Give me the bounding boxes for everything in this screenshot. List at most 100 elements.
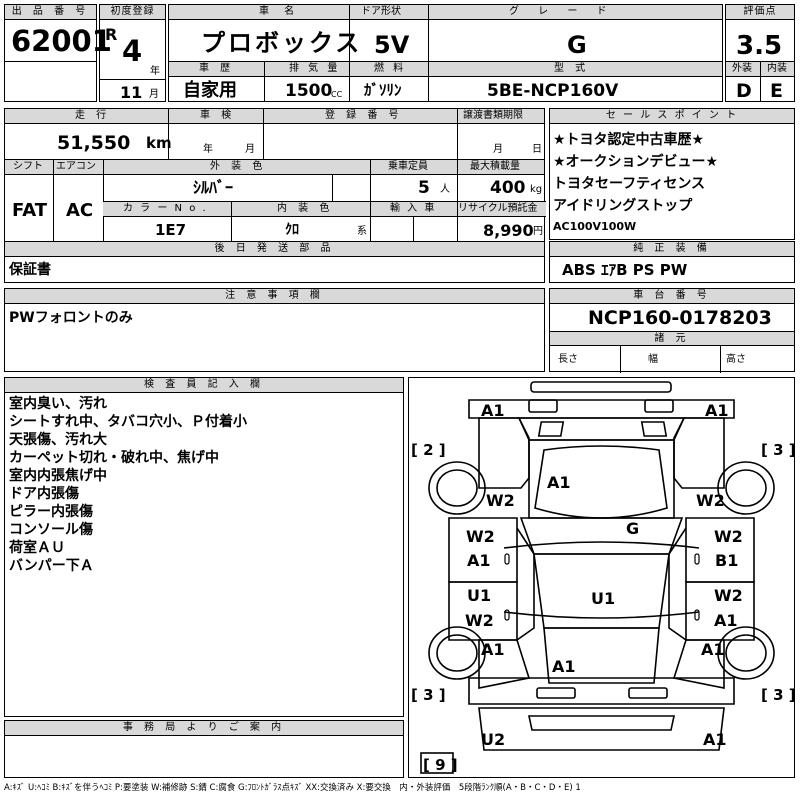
first-registration-cell: 初度登録 R 4 年 11 月 (99, 4, 166, 102)
sales-points-box: セ ー ル ス ポ イ ン ト ★トヨタ認定中古車歴★ ★オークションデビュー★… (549, 108, 795, 240)
sales-point-item: ★オークションデビュー★ (553, 154, 719, 170)
genuine-equipment-box: 純 正 装 備 ABS ｴｱB PS PW (549, 241, 795, 283)
damage-diagram-box: [ 2 ] [ 3 ] [ 3 ] [ 3 ] [ 9 ] A1 A1 A1 G… (408, 377, 795, 778)
interior-label: 内装 (767, 63, 787, 74)
ext-int-score-cell: 外装 内装 D E (725, 61, 795, 102)
later-parts-box: 後 日 発 送 部 品 保証書 (4, 241, 545, 283)
genuine-label: 純 正 装 備 (550, 242, 794, 257)
chassis-box: 車 台 番 号 NCP160-0178203 諸 元 長さ 幅 高さ (549, 288, 795, 373)
chassis-label: 車 台 番 号 (550, 289, 794, 304)
mark-door-fr-lower: B1 (715, 551, 738, 570)
mark-quarter-rl: A1 (481, 640, 505, 659)
doc-day-unit: 日 (532, 144, 542, 155)
mileage: 51,550 (57, 132, 131, 154)
yen-unit: 円 (533, 226, 543, 237)
sales-point-item: ★トヨタ認定中古車歴★ (553, 132, 705, 148)
score: 3.5 (736, 31, 783, 61)
shift-label: シフト (13, 161, 43, 172)
aircon: AC (66, 200, 94, 221)
later-parts: 保証書 (9, 262, 51, 278)
recycle-label: リサイクル預託金 (458, 203, 538, 214)
office-box: 事 務 局 よ り ご 案 内 (4, 720, 404, 778)
height-label: 高さ (726, 354, 746, 365)
mark-windshield: G (626, 519, 639, 538)
lot-number-cell: 出 品 番 号 62001 (4, 4, 112, 62)
ext-color: ｼﾙﾊﾞｰ (193, 178, 234, 197)
car-name: プロボックス (201, 29, 363, 57)
mark-door-rl-upper: U1 (467, 586, 491, 605)
int-color: ｸﾛ (285, 222, 299, 238)
mark-rear-right: A1 (703, 730, 727, 749)
displacement-label: 排 気 量 (289, 63, 341, 74)
tire-mark-spare: [ 9 ] (423, 756, 458, 774)
first-registration-label: 初度登録 (100, 5, 165, 20)
model: 5BE-NCP160V (487, 81, 619, 101)
inspector-note: ピラー内張傷 (9, 504, 93, 520)
tire-mark-fl: [ 2 ] (411, 441, 446, 459)
grade-label: グ レ ー ド (509, 6, 615, 17)
insp-year-unit: 年 (203, 144, 213, 155)
mark-rear-glass: A1 (552, 657, 576, 676)
chassis-number: NCP160-0178203 (588, 307, 772, 329)
row2-main: 車 歴 排 気 量 燃 料 型 式 自家用 1500 CC ｶﾞｿﾘﾝ 5BE-… (168, 61, 723, 102)
office-label: 事 務 局 よ り ご 案 内 (5, 721, 403, 736)
inspector-note: シートすれ中、タバコ穴小、Ｐ付着小 (9, 414, 247, 430)
inspector-note: ドア内張傷 (9, 486, 79, 502)
model-label: 型 式 (554, 63, 590, 74)
mark-door-rr-lower: A1 (714, 611, 738, 630)
mileage-label: 走 行 (75, 110, 111, 121)
later-parts-label: 後 日 発 送 部 品 (5, 242, 544, 257)
mark-front-right: A1 (705, 401, 729, 420)
capacity-label: 乗車定員 (388, 161, 428, 172)
max-load-label: 最大積載量 (470, 161, 520, 172)
car-outline-diagram: [ 2 ] [ 3 ] [ 3 ] [ 3 ] [ 9 ] A1 A1 A1 G… (411, 381, 794, 774)
inspection-label: 車 検 (200, 110, 236, 121)
row1-main: 車 名 ドア形状 グ レ ー ド プロボックス 5V G (168, 4, 723, 62)
int-color-label: 内 装 色 (277, 203, 334, 214)
ext-color-label: 外 装 色 (210, 161, 267, 172)
mark-fender-fl: W2 (486, 491, 515, 510)
mark-rear-left: U2 (481, 730, 505, 749)
capacity: 5 (418, 178, 430, 198)
mark-door-fl-lower: A1 (467, 551, 491, 570)
kg-unit: kg (530, 184, 543, 195)
mark-door-fr-upper: W2 (714, 527, 743, 546)
mark-door-rl-lower: W2 (465, 611, 494, 630)
mileage-row: 走 行 車 検 登 録 番 号 譲渡書類期限 51,550 km 年 月 月 日 (4, 108, 545, 160)
mark-roof: U1 (591, 589, 615, 608)
inspector-label: 検 査 員 記 入 欄 (5, 378, 403, 393)
max-load: 400 (490, 178, 526, 198)
insp-month-unit: 月 (245, 144, 255, 155)
mark-door-rr-upper: W2 (714, 586, 743, 605)
import-label: 輸 入 車 (390, 203, 437, 214)
recycle: 8,990 (483, 221, 534, 240)
registration-year: 4 (122, 34, 143, 68)
length-label: 長さ (558, 354, 578, 365)
color-no: 1E7 (155, 221, 187, 239)
inspector-note: バンパー下Ａ (9, 558, 94, 574)
notes-text: PWフォロントのみ (9, 310, 133, 326)
dims-label: 諸 元 (550, 332, 794, 346)
inspector-notes-list: 室内臭い、汚れ シートすれ中、タバコ穴小、Ｐ付着小 天張傷、汚れ大 カーペット切… (9, 395, 247, 575)
transfer-doc-label: 譲渡書類期限 (463, 110, 523, 121)
lot-number-label: 出 品 番 号 (5, 5, 96, 20)
doc-month-unit: 月 (493, 144, 503, 155)
tire-mark-rr: [ 3 ] (761, 686, 794, 704)
inspector-note: 天張傷、汚れ大 (9, 432, 107, 448)
mark-quarter-rr: A1 (701, 640, 725, 659)
registration-month: 11 (120, 83, 143, 102)
grade: G (567, 31, 587, 59)
history-label: 車 歴 (199, 63, 235, 74)
kei-unit: 系 (357, 226, 367, 237)
person-unit: 人 (440, 184, 450, 195)
tire-mark-fr: [ 3 ] (761, 441, 794, 459)
inspector-note: カーペット切れ・破れ中、焦げ中 (9, 450, 219, 466)
shift: FAT (12, 200, 48, 221)
inspector-note: 室内内張焦げ中 (9, 468, 107, 484)
inspector-note: 室内臭い、汚れ (9, 396, 107, 412)
door-label: ドア形状 (361, 6, 401, 17)
score-label: 評価点 (726, 5, 794, 20)
mark-fender-fr: W2 (696, 491, 725, 510)
exterior-label: 外装 (732, 63, 752, 74)
fuel-label: 燃 料 (374, 63, 407, 74)
